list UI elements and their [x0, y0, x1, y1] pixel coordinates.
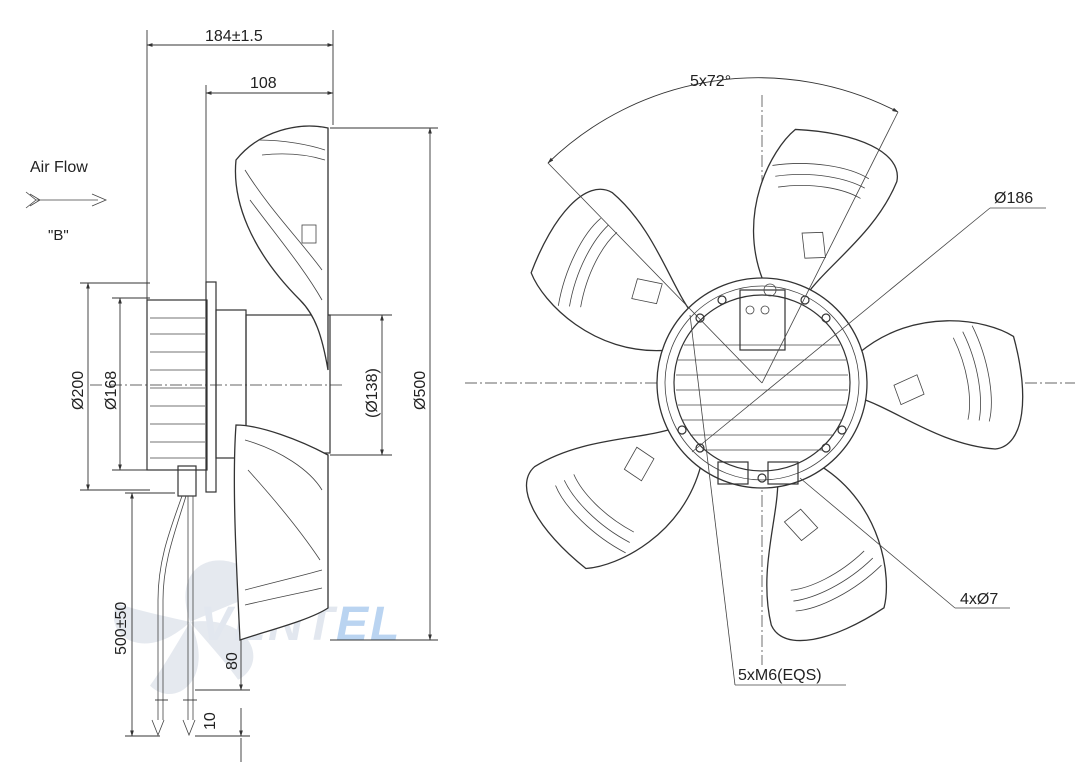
cable-gland: [177, 465, 197, 497]
mount-hole: [695, 443, 705, 453]
screw: [757, 473, 767, 483]
front-blade: [530, 188, 694, 352]
dim-diameter-200: Ø200: [70, 371, 87, 410]
airflow-arrow: [25, 191, 108, 209]
dim-impeller-depth: 108: [250, 75, 277, 92]
dim-diameter-168: Ø168: [103, 371, 120, 410]
screw: [677, 425, 687, 435]
front-blade: [752, 128, 898, 297]
front-blade: [766, 465, 888, 642]
motor-face: [673, 294, 851, 472]
dim-mount-holes: 4xØ7: [960, 591, 998, 608]
side-blade-lower: [233, 424, 329, 641]
dim-screws: 5xM6(EQS): [738, 667, 822, 684]
dim-blade-pitch: 5x72°: [690, 73, 731, 90]
impeller-blades: [525, 128, 1024, 642]
mount-hole: [695, 313, 705, 323]
airflow-direction-label: "B": [48, 227, 69, 244]
dim-overall-depth: 184±1.5: [205, 28, 263, 45]
mount-hole: [821, 313, 831, 323]
side-view: Air Flow "B" 184±1.5 108: [25, 28, 438, 762]
screw: [837, 425, 847, 435]
dim-cable-length: 500±50: [113, 602, 130, 655]
dim-bolt-circle: Ø186: [994, 190, 1033, 207]
cable-gland-left: [717, 461, 749, 485]
terminal-box: [739, 289, 786, 351]
cables: [151, 495, 197, 737]
front-blade: [525, 427, 702, 570]
dim-strip-length: 80: [224, 652, 241, 670]
dim-diameter-500: Ø500: [412, 371, 429, 410]
dim-bare-length: 10: [202, 712, 219, 730]
screw: [717, 295, 727, 305]
side-blade-upper: [234, 125, 329, 371]
airflow-label: Air Flow: [30, 159, 88, 176]
cable-gland-right: [767, 461, 799, 485]
screw: [800, 295, 810, 305]
mount-hole: [821, 443, 831, 453]
front-view: 5x72° Ø186 4xØ7 5xM6(EQS): [465, 73, 1075, 686]
dim-diameter-138: (Ø138): [364, 368, 381, 418]
front-blade: [858, 320, 1024, 450]
